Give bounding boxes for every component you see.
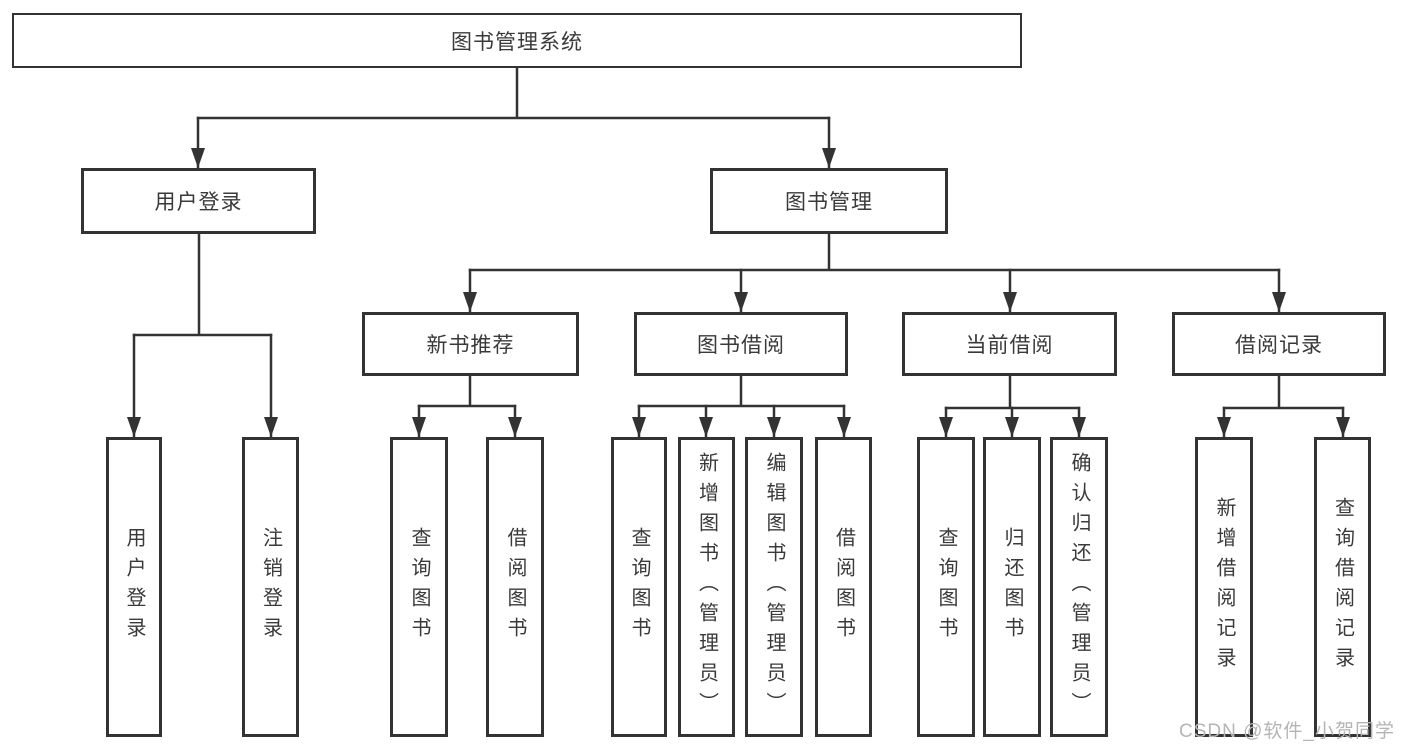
leaf-confirm-return-label: 确认归还（管理员） — [1068, 452, 1090, 722]
leaf-query-books-1-label: 查询图书 — [408, 527, 430, 647]
csdn-watermark: CSDN @软件_小贺同学 — [1179, 721, 1395, 742]
leaf-return-books: 归还图书 — [983, 437, 1041, 737]
branch-current-borrow-children — [939, 374, 1086, 438]
node-current-borrow-label: 当前借阅 — [965, 334, 1054, 357]
node-root: 图书管理系统 — [12, 13, 1022, 68]
node-borrow-records-label: 借阅记录 — [1235, 334, 1323, 357]
leaf-edit-books-label: 编辑图书（管理员） — [763, 452, 785, 722]
node-book-mgmt: 图书管理 — [710, 168, 948, 234]
leaf-add-books-label: 新增图书（管理员） — [695, 452, 718, 722]
node-book-mgmt-label: 图书管理 — [785, 191, 873, 214]
leaf-user-login-label: 用户登录 — [123, 527, 145, 647]
leaf-add-borrow-record-label: 新增借阅记录 — [1213, 497, 1235, 677]
node-new-book-rec-label: 新书推荐 — [426, 334, 515, 357]
node-book-borrow-label: 图书借阅 — [697, 334, 785, 357]
node-book-borrow: 图书借阅 — [634, 312, 848, 376]
branch-borrow-records-children — [1217, 374, 1350, 438]
leaf-edit-books: 编辑图书（管理员） — [745, 437, 803, 737]
branch-user-login-children — [127, 232, 278, 438]
leaf-borrow-books-2: 借阅图书 — [815, 437, 872, 737]
leaf-user-login: 用户登录 — [106, 437, 162, 737]
leaf-add-borrow-record: 新增借阅记录 — [1195, 437, 1253, 737]
leaf-query-borrow-record-label: 查询借阅记录 — [1331, 497, 1354, 677]
node-user-login-label: 用户登录 — [154, 191, 243, 214]
leaf-return-books-label: 归还图书 — [1001, 527, 1023, 647]
leaf-logout: 注销登录 — [242, 437, 299, 737]
leaf-query-books-2: 查询图书 — [611, 437, 667, 737]
branch-new-book-rec-children — [412, 374, 522, 438]
leaf-confirm-return: 确认归还（管理员） — [1050, 437, 1108, 737]
node-current-borrow: 当前借阅 — [902, 312, 1117, 376]
leaf-query-books-3: 查询图书 — [917, 437, 975, 737]
branch-book-borrow-children — [632, 374, 851, 438]
node-root-label: 图书管理系统 — [451, 30, 583, 54]
leaf-query-books-3-label: 查询图书 — [935, 527, 957, 647]
leaf-borrow-books-1: 借阅图书 — [486, 437, 544, 737]
node-borrow-records: 借阅记录 — [1172, 312, 1386, 376]
branch-book-mgmt-children — [463, 232, 1286, 313]
node-user-login: 用户登录 — [81, 168, 316, 234]
leaf-logout-label: 注销登录 — [259, 527, 282, 647]
node-new-book-rec: 新书推荐 — [362, 312, 579, 376]
leaf-borrow-books-2-label: 借阅图书 — [832, 527, 855, 647]
leaf-add-books: 新增图书（管理员） — [678, 437, 735, 737]
branch-root-to-level2 — [191, 66, 836, 169]
leaf-borrow-books-1-label: 借阅图书 — [504, 527, 526, 647]
leaf-query-borrow-record: 查询借阅记录 — [1314, 437, 1371, 737]
leaf-query-books-2-label: 查询图书 — [628, 527, 650, 647]
leaf-query-books-1: 查询图书 — [390, 437, 448, 737]
